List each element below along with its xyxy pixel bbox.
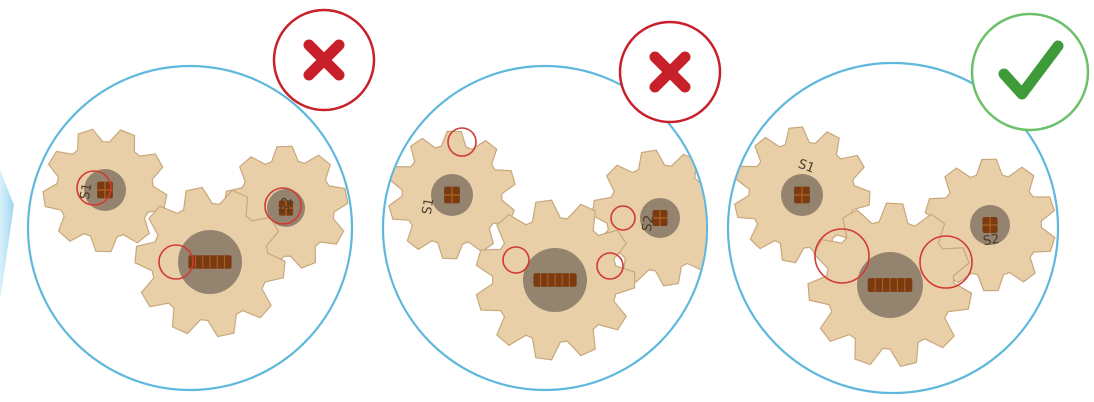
cross-icon (274, 10, 374, 110)
gear-label: S2 (278, 196, 296, 215)
gear-label: S2 (982, 232, 1001, 250)
check-icon (972, 14, 1088, 130)
cross-icon (620, 22, 720, 122)
gear-label: S2 (640, 214, 658, 233)
gear-label: S1 (420, 197, 438, 216)
verdict-badge (972, 14, 1088, 130)
arrow-shape (0, 170, 14, 300)
